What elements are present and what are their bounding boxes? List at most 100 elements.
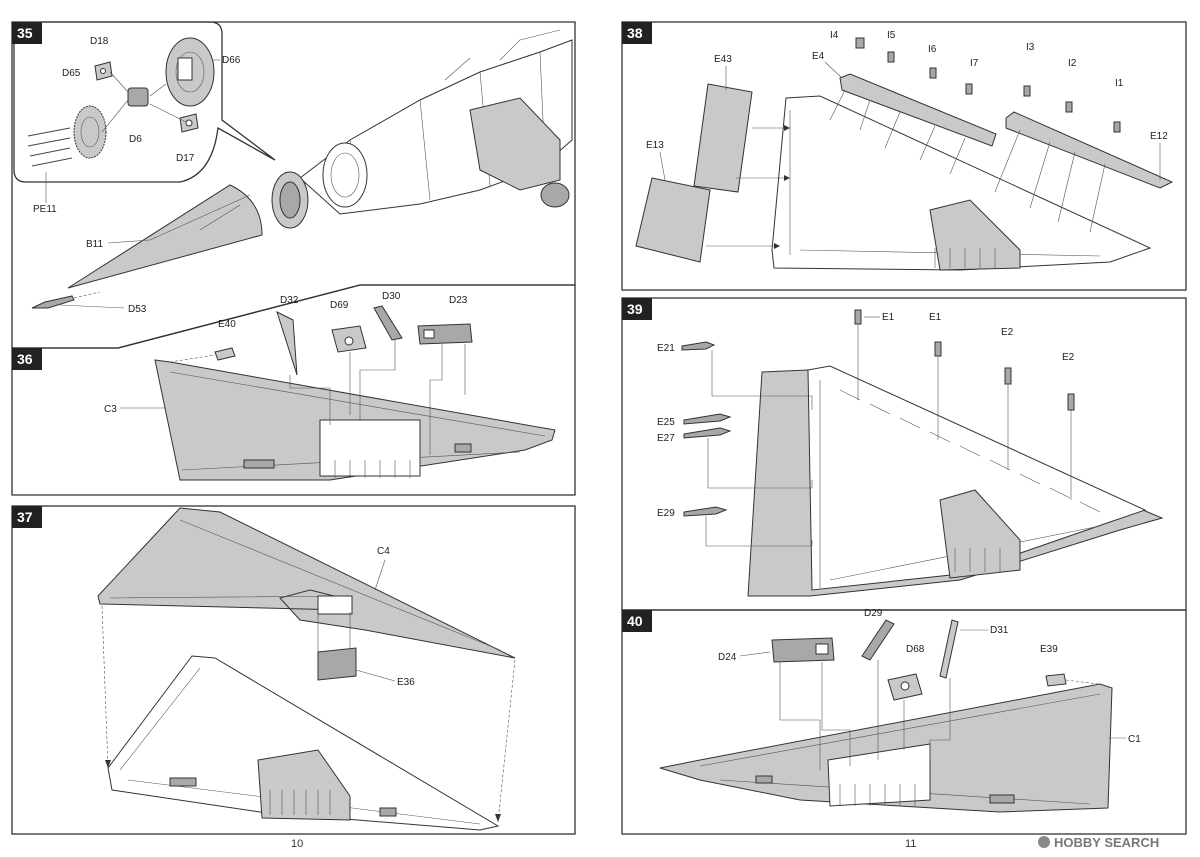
label-d31: D31 xyxy=(990,625,1009,636)
part-d30 xyxy=(373,305,403,341)
step-35-badge xyxy=(12,22,42,44)
label-d29: D29 xyxy=(864,608,883,619)
page-right: 38 E43 E13 xyxy=(621,21,1187,850)
watermark: HOBBY SEARCH xyxy=(1038,835,1159,850)
part-b11-bulkhead xyxy=(271,171,309,229)
step-35-number: 35 xyxy=(17,25,33,41)
label-e1b: E1 xyxy=(929,312,942,323)
label-i4: I4 xyxy=(830,30,839,41)
part-e40 xyxy=(214,347,236,361)
step-35: 35 xyxy=(11,21,576,349)
label-pe11: PE11 xyxy=(33,204,57,215)
label-e1a: E1 xyxy=(882,312,895,323)
label-e27: E27 xyxy=(657,433,675,444)
wing-left-upper xyxy=(771,95,1152,271)
step-37-badge xyxy=(12,506,42,528)
part-c4-wing xyxy=(97,507,516,659)
label-e12: E12 xyxy=(1150,131,1168,142)
step-40-number: 40 xyxy=(627,613,643,629)
part-e43 xyxy=(693,83,753,193)
part-d65 xyxy=(73,105,107,159)
step-40: 40 E39 C1 xyxy=(621,608,1187,835)
part-e4 xyxy=(839,73,997,147)
label-b11: B11 xyxy=(86,239,103,250)
step-38-number: 38 xyxy=(627,25,643,41)
part-e12 xyxy=(1005,111,1174,189)
label-d30: D30 xyxy=(382,291,401,302)
step-38-badge xyxy=(622,22,652,44)
step-36-badge xyxy=(12,348,42,370)
label-i6: I6 xyxy=(928,44,937,55)
label-c4: C4 xyxy=(377,546,390,557)
part-d31 xyxy=(939,619,959,679)
step-39-number: 39 xyxy=(627,301,643,317)
step-39-badge xyxy=(622,298,652,320)
part-d6 xyxy=(127,87,149,107)
page-left: 35 xyxy=(11,21,576,850)
watermark-text: HOBBY SEARCH xyxy=(1054,835,1159,850)
part-e39 xyxy=(1045,673,1067,687)
step-39: 39 E21 E25 E27 E29 E1 xyxy=(621,297,1187,611)
step-36: 36 E40 C3 xyxy=(11,284,576,496)
part-c3-wing xyxy=(154,359,556,481)
part-d66 xyxy=(165,37,215,107)
part-d24 xyxy=(771,637,835,663)
label-e39: E39 xyxy=(1040,644,1058,655)
label-e43: E43 xyxy=(714,54,732,65)
label-d23: D23 xyxy=(449,295,468,306)
wing-left-full xyxy=(747,365,1164,597)
part-c1-wing xyxy=(659,683,1113,813)
label-d53: D53 xyxy=(128,304,147,315)
label-e2b: E2 xyxy=(1062,352,1075,363)
part-b11 xyxy=(67,184,263,289)
part-d32 xyxy=(276,311,298,376)
part-pe11 xyxy=(27,127,73,167)
detail-pins xyxy=(855,37,1121,133)
step-36-number: 36 xyxy=(17,351,33,367)
label-e2a: E2 xyxy=(1001,327,1014,338)
part-d68 xyxy=(887,673,923,701)
step-40-badge xyxy=(622,610,652,632)
label-d65: D65 xyxy=(62,68,81,79)
label-e25: E25 xyxy=(657,417,675,428)
fuselage-front xyxy=(299,29,573,215)
label-i1: I1 xyxy=(1115,78,1124,89)
page-number-right: 11 xyxy=(905,838,916,850)
label-c1: C1 xyxy=(1128,734,1141,745)
part-d53 xyxy=(31,295,75,309)
part-d23 xyxy=(417,323,473,345)
label-d24: D24 xyxy=(718,652,737,663)
label-d6: D6 xyxy=(129,134,142,145)
part-d69 xyxy=(331,325,367,353)
step-37: 37 C4 E36 xyxy=(11,505,576,835)
part-e13 xyxy=(635,177,711,263)
label-d69: D69 xyxy=(330,300,349,311)
fuselage-lower-half xyxy=(107,655,500,831)
label-e29: E29 xyxy=(657,508,675,519)
wheel-well xyxy=(319,419,421,478)
part-e36 xyxy=(317,647,357,681)
label-d17: D17 xyxy=(176,153,195,164)
label-e4: E4 xyxy=(812,51,825,62)
label-e13: E13 xyxy=(646,140,664,151)
label-i5: I5 xyxy=(887,30,896,41)
label-i3: I3 xyxy=(1026,42,1035,53)
part-d18 xyxy=(94,61,113,81)
page-number-left: 10 xyxy=(291,838,303,850)
label-e36: E36 xyxy=(397,677,415,688)
label-e21: E21 xyxy=(657,343,675,354)
step-37-number: 37 xyxy=(17,509,33,525)
part-d17 xyxy=(179,113,199,133)
label-d66: D66 xyxy=(222,55,241,66)
missile-pylons xyxy=(681,341,732,517)
part-d29 xyxy=(861,619,895,661)
label-d32: D32 xyxy=(280,295,299,306)
step-38: 38 E43 E13 xyxy=(621,21,1187,291)
label-c3: C3 xyxy=(104,404,117,415)
label-i2: I2 xyxy=(1068,58,1077,69)
label-i7: I7 xyxy=(970,58,979,69)
label-d18: D18 xyxy=(90,36,109,47)
label-e40: E40 xyxy=(218,319,236,330)
label-d68: D68 xyxy=(906,644,925,655)
